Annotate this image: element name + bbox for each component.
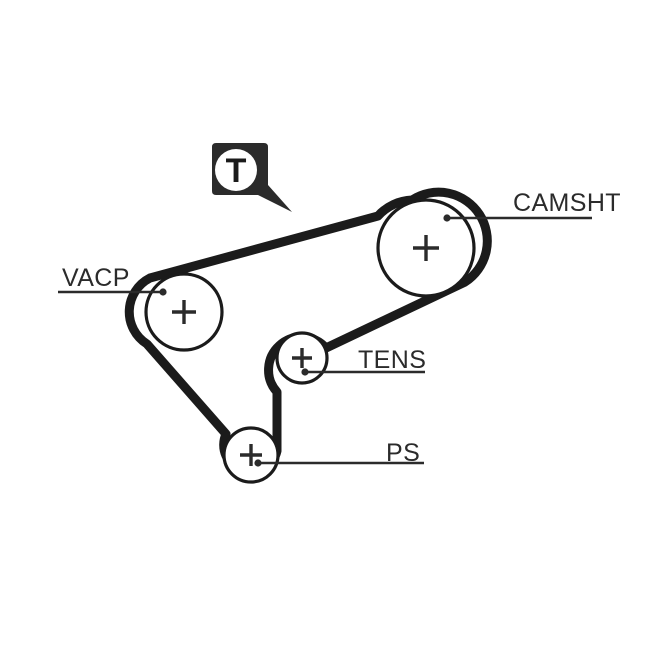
badge-disc [215, 149, 257, 191]
label-ps: PS [386, 439, 420, 467]
leader-dot-ps [254, 459, 262, 467]
callout-vacp: VACP [58, 264, 167, 296]
callout-tens: TENS [301, 346, 426, 376]
crosshair-ps [240, 444, 262, 466]
label-camsht: CAMSHT [513, 189, 621, 217]
leader-dot-camsht [443, 214, 451, 222]
tensioner-marker-badge: T [212, 143, 292, 212]
callout-camsht: CAMSHT [443, 189, 621, 222]
label-tens: TENS [358, 346, 426, 374]
crosshair-tens [292, 348, 312, 368]
crosshair-vacp [172, 300, 196, 324]
belt-outer-loop [124, 187, 492, 477]
callout-ps: PS [254, 439, 424, 467]
label-vacp: VACP [62, 264, 130, 292]
leader-dot-vacp [159, 288, 167, 296]
leader-dot-tens [301, 368, 309, 376]
crosshair-camsht [413, 235, 439, 261]
badge-letter-t: T [226, 152, 247, 190]
